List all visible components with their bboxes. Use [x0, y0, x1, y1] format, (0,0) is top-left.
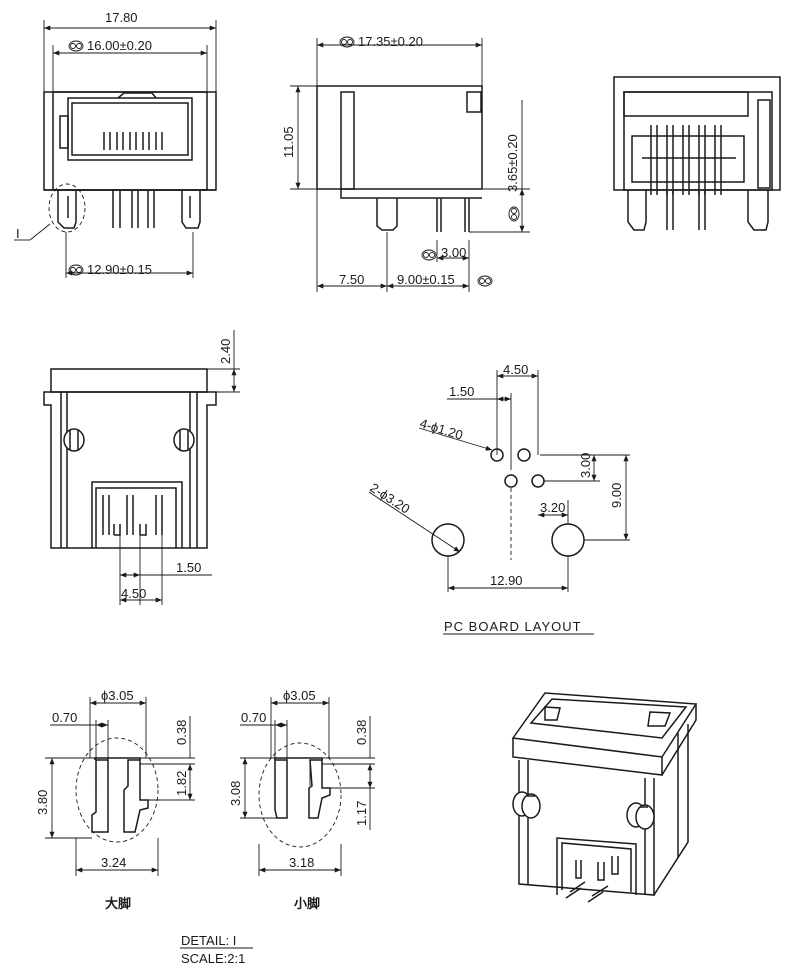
- rear-view: [613, 76, 781, 231]
- pin-span-label: 12.90±0.15: [87, 262, 152, 277]
- detail-small-pin: ϕ3.05 0.70 0.38 1.17 3.08 3.18 小脚: [228, 688, 375, 911]
- peg-right: [173, 428, 195, 452]
- pcb-layout-title: PC BOARD LAYOUT: [444, 619, 582, 634]
- pin-height-label: 3.65±0.20: [505, 134, 520, 192]
- small-holes-label: 4-ϕ1.20: [418, 416, 465, 443]
- detail-small-caption: 小脚: [294, 896, 320, 911]
- pin-pitch-small-label: 1.50: [176, 560, 201, 575]
- detail-large-pin: ϕ3.05 0.70 0.38 1.82 3.80 3.24 大脚: [35, 688, 195, 911]
- large-holes-label: 2-ϕ3.20: [367, 480, 412, 517]
- post-span-label: 12.90: [490, 573, 523, 588]
- detail-small-slot-label: 0.70: [241, 710, 266, 725]
- height-label: 11.05: [281, 126, 296, 158]
- pcb-hole: [517, 448, 531, 462]
- detail-large-caption: 大脚: [105, 896, 131, 911]
- detail-large-inner-label: 1.82: [174, 771, 189, 796]
- pcb-hole: [504, 474, 518, 488]
- flatness-symbol-icon: [68, 264, 84, 276]
- detail-small-height-label: 3.08: [228, 781, 243, 806]
- flatness-symbol-icon: [339, 36, 355, 48]
- flatness-symbol-icon: [508, 206, 520, 222]
- flatness-symbol-icon: [477, 275, 493, 287]
- pin-pitch-label: 9.00±0.15: [397, 272, 455, 287]
- overall-width-label: 17.80: [105, 10, 138, 25]
- detail-small-diameter-label: ϕ3.05: [283, 688, 316, 703]
- flatness-symbol-icon: [421, 249, 437, 261]
- isometric-view: [511, 692, 698, 903]
- pcb-post-hole: [551, 523, 585, 557]
- bottom-view: 2.40 1.50 4.5: [43, 330, 240, 605]
- peg-left: [512, 791, 541, 819]
- detail-footer: DETAIL: I SCALE:2:1: [180, 933, 253, 966]
- detail-large-width-label: 3.24: [101, 855, 126, 870]
- detail-large-diameter-label: ϕ3.05: [101, 688, 134, 703]
- peg-left: [63, 428, 85, 452]
- front-offset-label: 7.50: [339, 272, 364, 287]
- pcb-hole: [531, 474, 545, 488]
- detail-small-top-gap-label: 0.38: [354, 720, 369, 745]
- front-view: 17.80 16.00±0.20 12.90±0.15: [14, 10, 217, 278]
- detail-circle: [48, 183, 86, 233]
- pcb-layout: 4.50 1.50 4-ϕ1.20 2-ϕ3.20 3.00 9.00 3.20: [367, 362, 630, 635]
- detail-title: DETAIL: I: [181, 933, 236, 948]
- detail-large-top-gap-label: 0.38: [174, 720, 189, 745]
- pin-step-label: 3.00: [441, 245, 466, 260]
- detail-small-width-label: 3.18: [289, 855, 314, 870]
- pcb-pitch-label: 1.50: [449, 384, 474, 399]
- detail-large-height-label: 3.80: [35, 790, 50, 815]
- peg-right: [626, 802, 655, 830]
- scale-label: SCALE:2:1: [181, 951, 245, 966]
- depth-label: 17.35±0.20: [358, 34, 423, 49]
- flatness-symbol-icon: [68, 40, 84, 52]
- row-offset-label: 3.00: [578, 453, 593, 478]
- top-step-label: 2.40: [218, 339, 233, 364]
- pcb-span-top-label: 4.50: [503, 362, 528, 377]
- detail-marker: I: [16, 226, 20, 241]
- shell-width-label: 16.00±0.20: [87, 38, 152, 53]
- detail-large-slot-label: 0.70: [52, 710, 77, 725]
- pcb-hole: [490, 448, 504, 462]
- detail-small-inner-label: 1.17: [354, 801, 369, 826]
- post-offset-label: 3.20: [540, 500, 565, 515]
- pin-pitch-large-label: 4.50: [121, 586, 146, 601]
- side-view: 17.35±0.20 11.05 3.65±0.20: [281, 34, 530, 292]
- total-height-label: 9.00: [609, 483, 624, 508]
